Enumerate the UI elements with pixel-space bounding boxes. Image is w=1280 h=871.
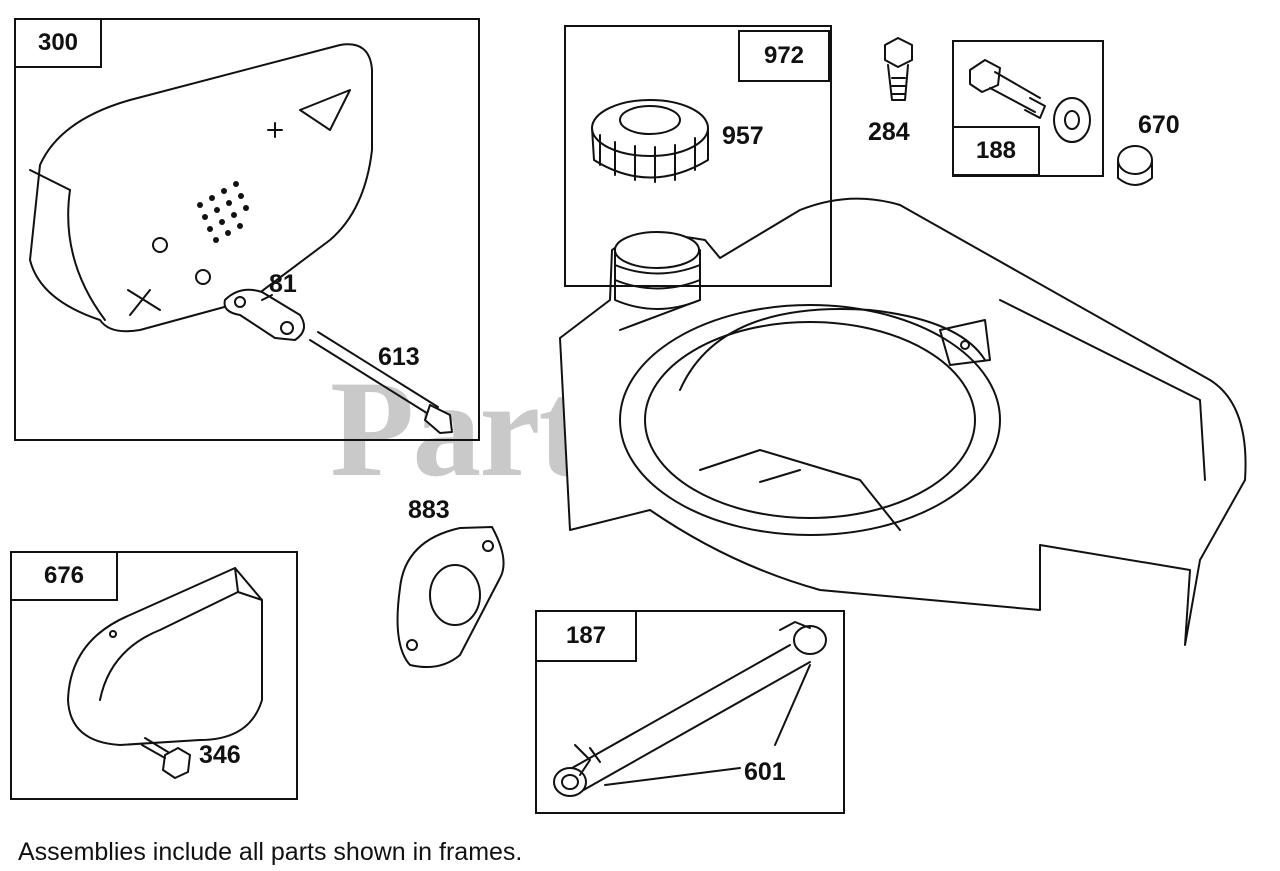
- frame-bolt-washer-assembly: [952, 40, 1104, 177]
- frame-tag-188: 188: [952, 126, 1040, 176]
- frame-breather-tube-assembly: [535, 610, 845, 814]
- blower-housing-drawing: [559, 197, 1247, 646]
- heat-shield-drawing: [67, 567, 263, 779]
- part-label-81: 81: [269, 270, 297, 298]
- screw-drawing: [884, 37, 913, 101]
- fuel-cap-drawing: [591, 99, 709, 183]
- part-label-670: 670: [1138, 111, 1180, 139]
- muffler-drawing: [29, 43, 453, 434]
- spacer-drawing: [1117, 145, 1153, 186]
- frame-tag-187: 187: [535, 610, 637, 662]
- bolt-washer-drawing: [969, 59, 1091, 143]
- assemblies-footnote: Assemblies include all parts shown in fr…: [18, 838, 523, 866]
- frame-heat-shield-assembly: [10, 551, 298, 800]
- part-label-883: 883: [408, 496, 450, 524]
- gasket-drawing: [396, 526, 505, 668]
- part-label-346: 346: [199, 741, 241, 769]
- part-label-284: 284: [868, 118, 910, 146]
- frame-tag-972: 972: [738, 30, 830, 82]
- part-label-601: 601: [744, 758, 786, 786]
- frame-fuel-cap-assembly: [564, 25, 832, 287]
- frame-tag-676: 676: [10, 551, 118, 601]
- leader-81: [261, 294, 273, 301]
- part-label-957: 957: [722, 122, 764, 150]
- part-label-613: 613: [378, 343, 420, 371]
- breather-tube-drawing: [553, 621, 827, 797]
- frame-tag-300: 300: [14, 18, 102, 68]
- frame-muffler-assembly: [14, 18, 480, 441]
